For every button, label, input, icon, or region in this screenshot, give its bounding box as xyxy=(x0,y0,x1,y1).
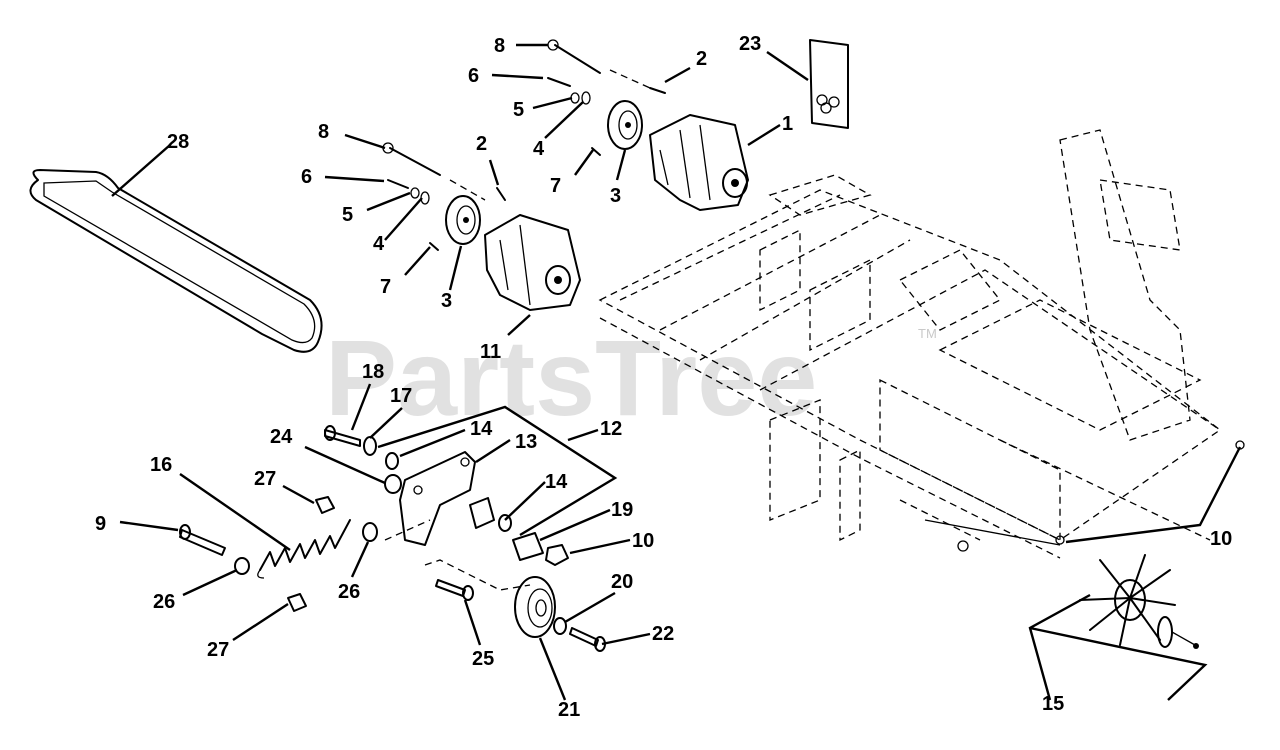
callout-3-upper: 3 xyxy=(610,185,621,207)
callout-6-upper: 6 xyxy=(468,65,479,87)
idler-bracket-part-13[interactable] xyxy=(399,451,476,546)
bolt-part-8-lower[interactable] xyxy=(382,142,441,176)
watermark-tm: TM xyxy=(918,326,937,341)
bolt-part-9[interactable] xyxy=(179,524,226,556)
callout-5-upper: 5 xyxy=(513,99,524,121)
callout-21: 21 xyxy=(558,699,580,721)
belt-part-28[interactable] xyxy=(29,169,323,353)
callout-17: 17 xyxy=(390,385,412,407)
callout-5-lower: 5 xyxy=(342,204,353,226)
callout-16: 16 xyxy=(150,454,172,476)
spacer-part-14-lower[interactable] xyxy=(469,497,512,532)
callout-22: 22 xyxy=(652,623,674,645)
assembly-lines xyxy=(384,69,651,591)
callout-18: 18 xyxy=(362,361,384,383)
callout-4-upper: 4 xyxy=(533,138,545,160)
fan-part-15[interactable] xyxy=(1079,554,1199,649)
tractor-frame xyxy=(598,129,1245,559)
callout-8-lower: 8 xyxy=(318,121,329,143)
callout-20: 20 xyxy=(611,571,633,593)
pulley-part-3-lower[interactable] xyxy=(445,195,481,245)
washer-part-4-upper[interactable] xyxy=(581,91,591,105)
callout-13: 13 xyxy=(515,431,537,453)
nut-part-26-left[interactable] xyxy=(234,557,250,575)
callout-14-lower: 14 xyxy=(545,471,568,493)
bolt-part-6-lower[interactable] xyxy=(387,179,409,189)
pulley-part-3-upper[interactable] xyxy=(607,100,643,150)
callout-24: 24 xyxy=(270,426,293,448)
spacer-part-19[interactable] xyxy=(512,532,544,561)
decal-part-23[interactable] xyxy=(809,39,849,129)
callout-8-upper: 8 xyxy=(494,35,505,57)
bolt-part-8-upper[interactable] xyxy=(547,39,601,74)
nut-part-27-lower[interactable] xyxy=(287,593,307,612)
gearbox-part-1[interactable] xyxy=(649,114,749,211)
callout-19: 19 xyxy=(611,499,633,521)
watermark-text: PartsTree xyxy=(325,317,817,438)
callout-3-lower: 3 xyxy=(441,290,452,312)
washer-part-5-upper[interactable] xyxy=(570,92,580,104)
callout-2-upper: 2 xyxy=(696,48,707,70)
callout-6-lower: 6 xyxy=(301,166,312,188)
washer-part-20[interactable] xyxy=(553,617,567,635)
callout-27-upper: 27 xyxy=(254,468,276,490)
callout-labels: 8 2 23 6 5 4 1 7 3 28 8 2 6 5 4 7 3 11 1… xyxy=(95,33,1232,721)
callout-2-lower: 2 xyxy=(476,133,487,155)
washer-part-17[interactable] xyxy=(363,436,377,456)
washer-part-5-lower[interactable] xyxy=(410,187,420,199)
callout-7-upper: 7 xyxy=(550,175,561,197)
callout-12: 12 xyxy=(600,418,622,440)
nut-part-10-left[interactable] xyxy=(545,544,569,566)
callout-14-upper: 14 xyxy=(470,418,493,440)
bushing-part-14-upper[interactable] xyxy=(385,452,399,470)
callout-10-right: 10 xyxy=(1210,528,1232,550)
idler-pulley-part-21[interactable] xyxy=(514,576,556,638)
key-part-2-upper[interactable] xyxy=(649,87,666,94)
callout-7-lower: 7 xyxy=(380,276,391,298)
callout-4-lower: 4 xyxy=(373,233,385,255)
callout-27-lower: 27 xyxy=(207,639,229,661)
callout-10-left: 10 xyxy=(632,530,654,552)
pin-part-7-upper[interactable] xyxy=(591,147,601,156)
washer-part-4-lower[interactable] xyxy=(420,191,430,205)
callout-23: 23 xyxy=(739,33,761,55)
callout-25: 25 xyxy=(472,648,494,670)
bolt-part-18[interactable] xyxy=(324,425,361,447)
pin-part-7-lower[interactable] xyxy=(429,242,439,251)
leader-lines xyxy=(111,43,1242,701)
callout-9: 9 xyxy=(95,513,106,535)
nut-part-26-right[interactable] xyxy=(362,522,378,542)
bolt-part-25[interactable] xyxy=(435,579,474,601)
callout-11: 11 xyxy=(480,341,501,363)
bolt-part-22[interactable] xyxy=(569,627,606,652)
callout-15: 15 xyxy=(1042,693,1064,715)
nut-part-27-upper[interactable] xyxy=(315,496,335,514)
gearbox-part-11[interactable] xyxy=(484,214,581,311)
spring-part-16[interactable] xyxy=(257,519,351,579)
key-part-2-lower[interactable] xyxy=(496,187,506,201)
callout-28: 28 xyxy=(167,131,189,153)
bolt-part-6-upper[interactable] xyxy=(547,77,571,87)
callout-26-left: 26 xyxy=(153,591,175,613)
callout-1: 1 xyxy=(782,113,793,135)
callout-26-right: 26 xyxy=(338,581,360,603)
nut-part-24[interactable] xyxy=(384,474,402,494)
